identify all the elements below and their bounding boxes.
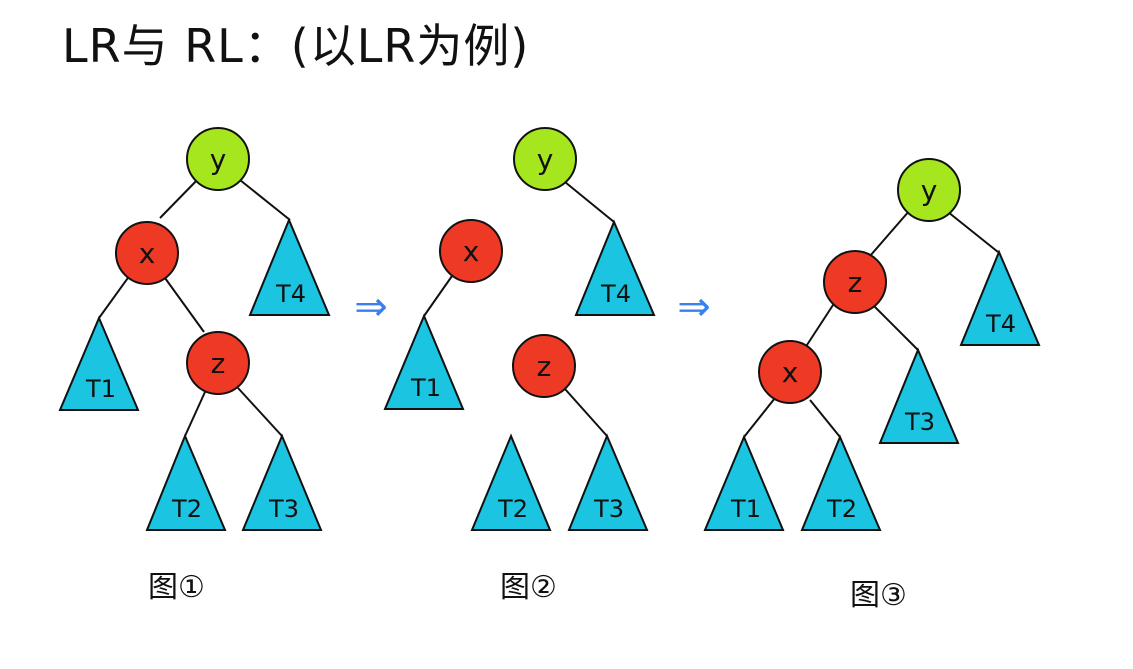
figure-2 [383, 127, 656, 531]
node-z-circle [186, 331, 250, 395]
subtree-t3-triangle [567, 433, 649, 531]
node-x-circle [439, 219, 503, 283]
node-z-label: z [211, 347, 226, 380]
edge-y-x [159, 174, 203, 219]
edge-y-z [869, 209, 911, 257]
caption-figure-1: 图① [148, 570, 205, 605]
node-z-circle [512, 334, 576, 398]
subtree-t3-label: T3 [593, 495, 624, 523]
subtree-t2-triangle [800, 434, 882, 531]
subtree-t3-label: T3 [904, 408, 935, 436]
subtree-t2-label: T2 [497, 495, 528, 523]
edge-z-t3 [237, 387, 283, 437]
subtree-t4-label: T4 [985, 310, 1016, 338]
subtree-t2-triangle [470, 433, 552, 531]
edge-y-t4 [947, 211, 999, 253]
figure-2-labels: y x z T4 T1 T2 T3 [410, 143, 631, 523]
node-y-circle [186, 127, 250, 191]
edge-x-t1 [743, 397, 776, 438]
node-y-circle [897, 158, 961, 222]
node-x-circle [115, 221, 179, 285]
subtree-t2-label: T2 [171, 495, 202, 523]
edge-z-t3 [564, 388, 608, 437]
subtree-t1-triangle [703, 434, 785, 531]
node-x-label: x [139, 237, 156, 270]
edge-x-t2 [809, 399, 841, 438]
figure-1 [58, 127, 331, 531]
node-y-label: y [537, 143, 554, 176]
node-z-circle [823, 250, 887, 314]
subtree-t1-label: T1 [410, 374, 441, 402]
subtree-t4-label: T4 [600, 280, 631, 308]
figure-3 [703, 158, 1041, 531]
subtree-t3-label: T3 [268, 495, 299, 523]
node-y-label: y [921, 174, 938, 207]
caption-figure-2: 图② [500, 570, 557, 605]
subtree-t4-label: T4 [275, 280, 306, 308]
subtree-t4-triangle [574, 219, 656, 316]
subtree-t4-triangle [248, 217, 331, 316]
node-y-circle [513, 127, 577, 191]
edge-z-t3 [872, 304, 919, 351]
edge-y-t4 [564, 181, 615, 223]
subtree-t1-triangle [383, 313, 465, 410]
node-y-label: y [210, 143, 227, 176]
edge-x-t1 [423, 275, 453, 317]
figure-1-labels: y x z T4 T1 T2 T3 [85, 143, 306, 523]
figure-3-labels: y z x T4 T3 T1 T2 [730, 174, 1016, 523]
subtree-t1-label: T1 [730, 495, 761, 523]
subtree-t1-label: T1 [85, 375, 116, 403]
transition-arrow-2: ⇒ [677, 284, 711, 330]
edge-x-z [164, 277, 205, 333]
subtree-t2-label: T2 [826, 495, 857, 523]
page-title: LR与 RL：(以LR为例) [62, 19, 530, 73]
node-x-label: x [782, 356, 799, 389]
edge-y-t4 [239, 179, 291, 221]
edge-x-t1 [98, 274, 131, 319]
subtree-t2-triangle [145, 433, 227, 531]
transition-arrow-1: ⇒ [354, 284, 388, 330]
caption-figure-3: 图③ [850, 578, 907, 613]
subtree-t4-triangle [959, 249, 1041, 346]
node-z-label: z [537, 350, 552, 383]
node-x-label: x [463, 235, 480, 268]
node-x-circle [758, 340, 822, 404]
subtree-t1-triangle [58, 315, 140, 411]
subtree-t3-triangle [878, 347, 960, 444]
edge-z-x [804, 301, 836, 349]
node-z-label: z [848, 266, 863, 299]
edge-z-t2 [184, 391, 206, 437]
subtree-t3-triangle [241, 433, 323, 531]
